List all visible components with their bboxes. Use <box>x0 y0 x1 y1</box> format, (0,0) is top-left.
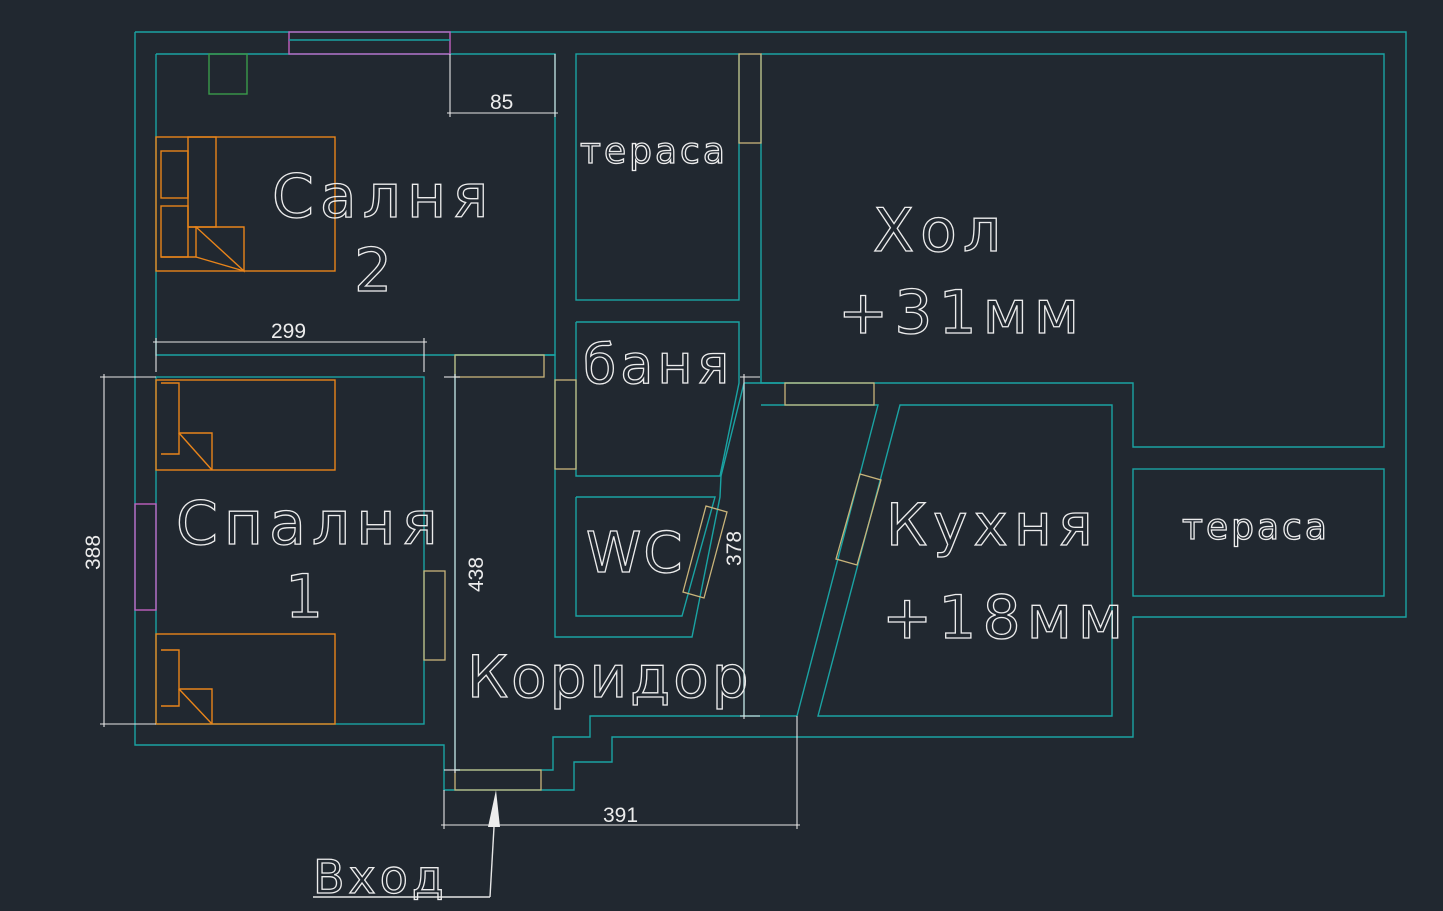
label-bedroom2-number: 2 <box>354 236 398 306</box>
wall-wc <box>575 496 716 617</box>
label-bedroom1-number: 1 <box>285 562 329 632</box>
wall-terrace-right <box>1132 468 1385 597</box>
label-kitchen-level: +18мм <box>882 583 1129 653</box>
dim-388: 388 <box>82 535 105 570</box>
room-labels: Салня 2 Спалня 1 тераса тераса Хол +31мм… <box>175 130 1330 904</box>
label-entrance: Вход <box>313 850 448 904</box>
window-top-bedroom2 <box>288 31 451 55</box>
dimension-labels: 85 299 388 438 378 391 <box>82 91 746 827</box>
dim-438: 438 <box>465 557 488 592</box>
label-kitchen: Кухня <box>886 491 1099 559</box>
door-bedroom1 <box>423 570 446 661</box>
label-hall-level: +31мм <box>838 278 1085 348</box>
door-entrance <box>454 769 542 791</box>
label-wc: WC <box>586 521 684 586</box>
door-hall-kitchen <box>784 382 875 406</box>
entrance-leader <box>313 790 500 898</box>
wall-terrace-top <box>575 53 740 301</box>
door-terrace-hall <box>738 53 762 144</box>
doors <box>423 53 882 791</box>
label-bedroom2: Салня <box>272 162 494 232</box>
wall-kitchen <box>817 404 1113 717</box>
dimension-lines <box>100 54 800 829</box>
wall-kitchen-passage <box>761 404 879 717</box>
window-left-bedroom1 <box>134 503 157 611</box>
door-kitchen <box>835 473 882 566</box>
dim-299: 299 <box>271 320 306 343</box>
wall-hall <box>760 53 1385 448</box>
label-hall: Хол <box>873 196 1007 266</box>
furniture <box>155 53 336 725</box>
windows <box>134 31 451 611</box>
bed2-bedroom1 <box>155 633 336 725</box>
bed-bedroom2 <box>155 136 336 273</box>
bed1-bedroom1 <box>155 379 336 471</box>
outer-wall <box>134 31 1407 791</box>
dim-85: 85 <box>490 91 513 114</box>
chimney-box <box>208 53 248 95</box>
label-bathroom: баня <box>583 333 733 396</box>
door-corridor-top <box>454 354 545 378</box>
door-bathroom <box>554 379 577 470</box>
dim-378: 378 <box>723 531 746 566</box>
label-terrace-top: тераса <box>580 131 728 172</box>
door-wc <box>682 505 728 599</box>
label-terrace-right: тераса <box>1182 507 1330 548</box>
label-corridor: Коридор <box>467 643 752 711</box>
walls <box>134 31 1407 791</box>
entrance-arrow <box>488 790 500 827</box>
label-bedroom1: Спалня <box>176 489 444 559</box>
dim-391: 391 <box>603 804 638 827</box>
